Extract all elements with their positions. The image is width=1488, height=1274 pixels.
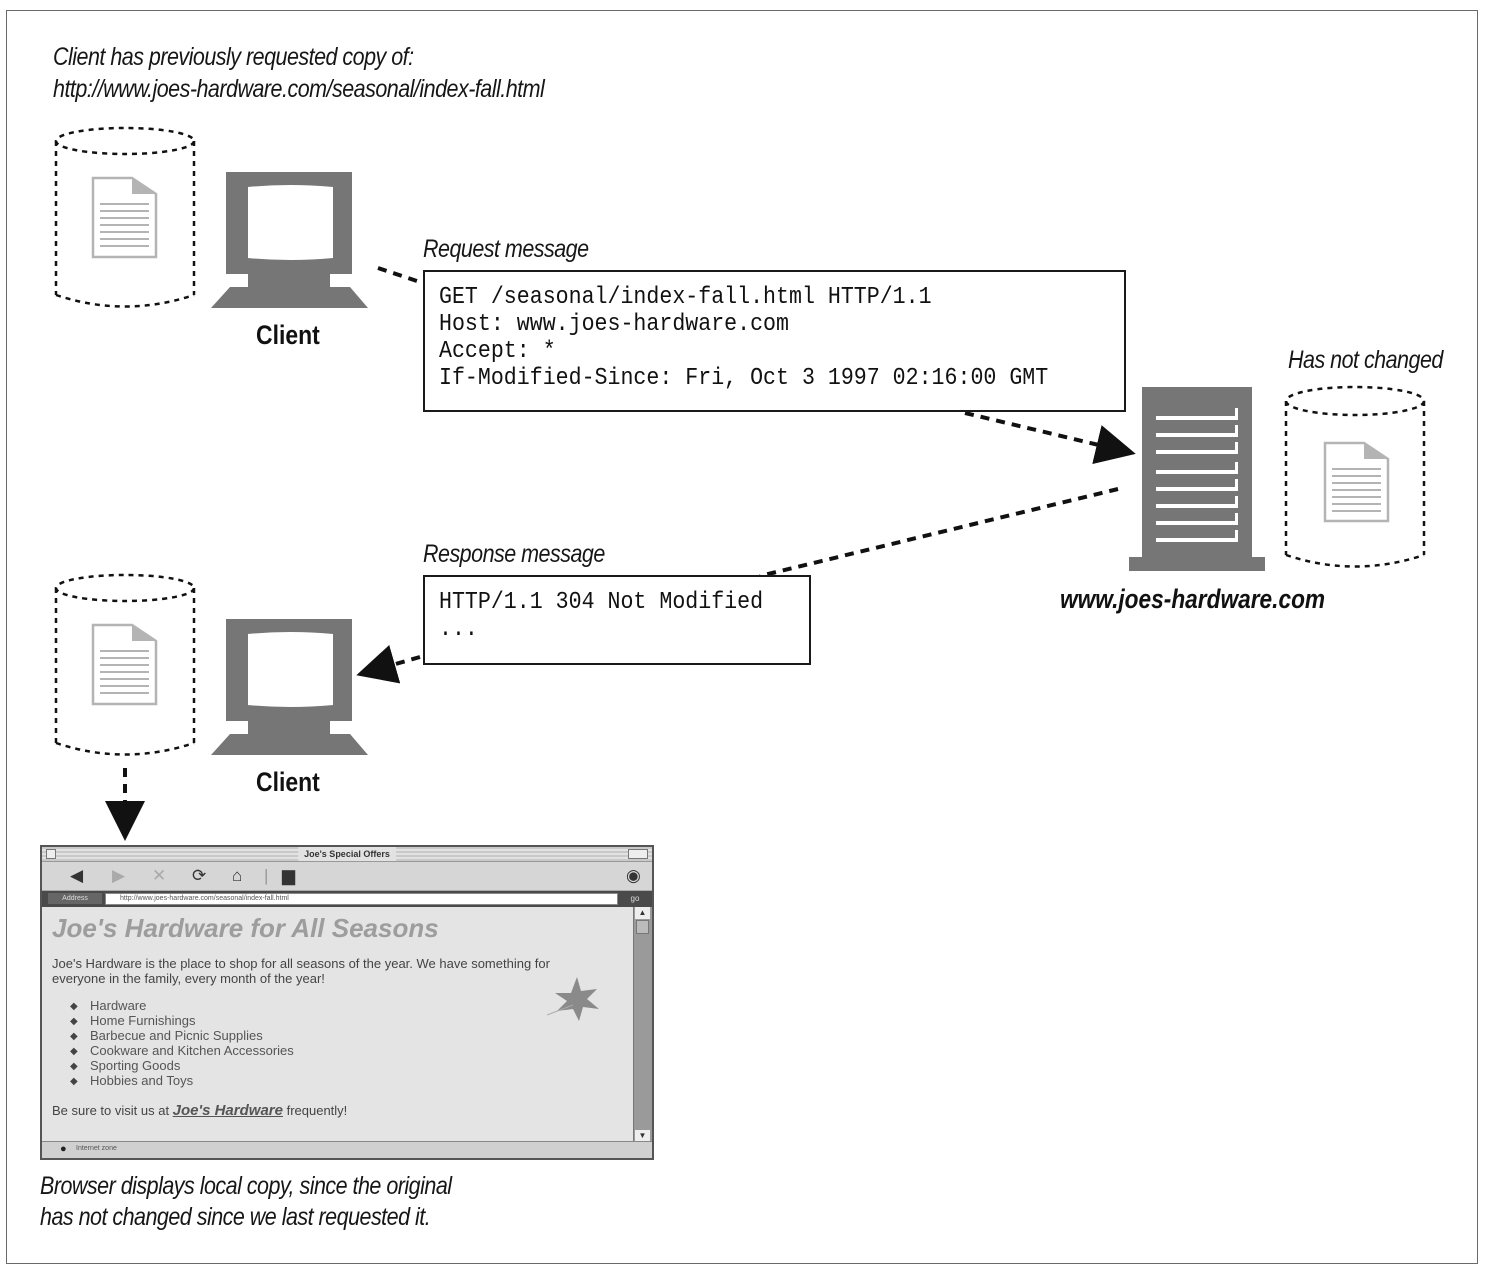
page-paragraph: Joe's Hardware is the place to shop for … — [52, 956, 550, 986]
server-cache-cylinder — [1284, 385, 1426, 568]
figure-frame — [6, 10, 1478, 1264]
bullet-icon: ◆ — [70, 1031, 78, 1042]
bullet-icon: ◆ — [70, 1046, 78, 1057]
joes-hardware-link[interactable]: Joe's Hardware — [172, 1102, 283, 1119]
browser-toolbar: ◀ ▶ ✕ ⟳ ⌂ | ▆ ◉ — [42, 862, 652, 891]
forward-icon[interactable]: ▶ — [112, 866, 126, 885]
close-box[interactable] — [46, 849, 56, 859]
address-label: Address — [48, 893, 102, 904]
page-heading: Joe's Hardware for All Seasons — [52, 913, 439, 943]
scroll-up-arrow-icon[interactable]: ▲ — [635, 907, 650, 919]
response-status-line: HTTP/1.1 304 Not Modified — [439, 589, 764, 616]
scroll-thumb[interactable] — [636, 920, 649, 934]
bullet-icon: ◆ — [70, 1061, 78, 1072]
bullet-icon: ◆ — [70, 1076, 78, 1087]
status-bar: ● Internet zone — [42, 1141, 652, 1158]
request-line: GET /seasonal/index-fall.html HTTP/1.1 — [439, 284, 932, 311]
list-item: ◆Cookware and Kitchen Accessories — [70, 1043, 294, 1058]
client-label-top: Client — [256, 320, 320, 350]
home-icon[interactable]: ⌂ — [232, 866, 243, 885]
toolbar-separator: | — [264, 866, 269, 885]
request-header-if-modified-since: If-Modified-Since: Fri, Oct 3 1997 02:16… — [439, 365, 1049, 392]
connector-client-to-request — [377, 266, 421, 284]
has-not-changed-caption: Has not changed — [1288, 346, 1443, 374]
cache-cylinder-top — [54, 126, 196, 308]
arrow-response-to-client — [356, 644, 421, 684]
server-label: www.joes-hardware.com — [1060, 584, 1326, 614]
caption-bottom-line2: has not changed since we last requested … — [40, 1203, 431, 1231]
browser-content: Joe's Hardware for All Seasons Joe's Har… — [42, 907, 634, 1142]
list-item: ◆Sporting Goods — [70, 1058, 181, 1073]
list-item: ◆Barbecue and Picnic Supplies — [70, 1028, 263, 1043]
response-message-title: Response message — [423, 540, 605, 568]
address-input[interactable]: http://www.joes-hardware.com/seasonal/in… — [105, 893, 618, 905]
list-item: ◆Hobbies and Toys — [70, 1073, 194, 1088]
client-computer-icon-top — [211, 172, 368, 308]
client-label-bottom: Client — [256, 767, 320, 797]
connector-server-to-response — [759, 487, 1119, 578]
bullet-icon: ◆ — [70, 1001, 78, 1012]
caption-top-line2: http://www.joes-hardware.com/seasonal/in… — [53, 75, 545, 103]
bullet-icon: ◆ — [70, 1016, 78, 1027]
go-button[interactable]: go — [630, 894, 640, 903]
caption-bottom-line1: Browser displays local copy, since the o… — [40, 1172, 452, 1200]
cache-cylinder-bottom — [54, 573, 196, 756]
response-message-box: HTTP/1.1 304 Not Modified ... — [423, 575, 811, 665]
back-icon[interactable]: ◀ — [70, 866, 84, 885]
mail-icon[interactable]: ◉ — [626, 866, 641, 885]
browser-title-bar: Joe's Special Offers — [42, 847, 652, 862]
zoom-box[interactable] — [628, 849, 648, 859]
request-header-accept: Accept: * — [439, 338, 556, 365]
document-icon-bottom — [91, 623, 158, 706]
client-computer-icon-bottom — [211, 619, 368, 755]
request-header-host: Host: www.joes-hardware.com — [439, 311, 789, 338]
vertical-scrollbar[interactable]: ▲ ▼ — [633, 907, 652, 1142]
refresh-icon[interactable]: ⟳ — [192, 866, 207, 885]
status-text: Internet zone — [76, 1145, 117, 1152]
browser-window: Joe's Special Offers ◀ ▶ ✕ ⟳ ⌂ | ▆ ◉ Add… — [40, 845, 654, 1160]
document-icon-server — [1323, 441, 1390, 523]
print-icon[interactable]: ▆ — [282, 866, 296, 885]
page-footer: Be sure to visit us at Joe's Hardware fr… — [52, 1102, 348, 1119]
request-message-box: GET /seasonal/index-fall.html HTTP/1.1 H… — [423, 270, 1126, 412]
request-message-title: Request message — [423, 235, 589, 263]
arrow-request-to-server — [964, 411, 1136, 465]
stop-icon[interactable]: ✕ — [152, 866, 167, 885]
list-item: ◆Home Furnishings — [70, 1013, 196, 1028]
leaf-icon — [547, 977, 599, 1021]
server-icon — [1129, 387, 1265, 571]
document-icon-top — [91, 176, 158, 259]
list-item: ◆Hardware — [70, 998, 147, 1013]
browser-window-title: Joe's Special Offers — [298, 847, 396, 861]
globe-icon: ● — [60, 1143, 67, 1155]
address-bar: Address http://www.joes-hardware.com/sea… — [42, 891, 652, 907]
category-list: ◆Hardware ◆Home Furnishings ◆Barbecue an… — [52, 998, 624, 1088]
response-ellipsis: ... — [439, 616, 478, 643]
caption-top-line1: Client has previously requested copy of: — [53, 43, 414, 71]
scroll-down-arrow-icon[interactable]: ▼ — [635, 1130, 650, 1142]
